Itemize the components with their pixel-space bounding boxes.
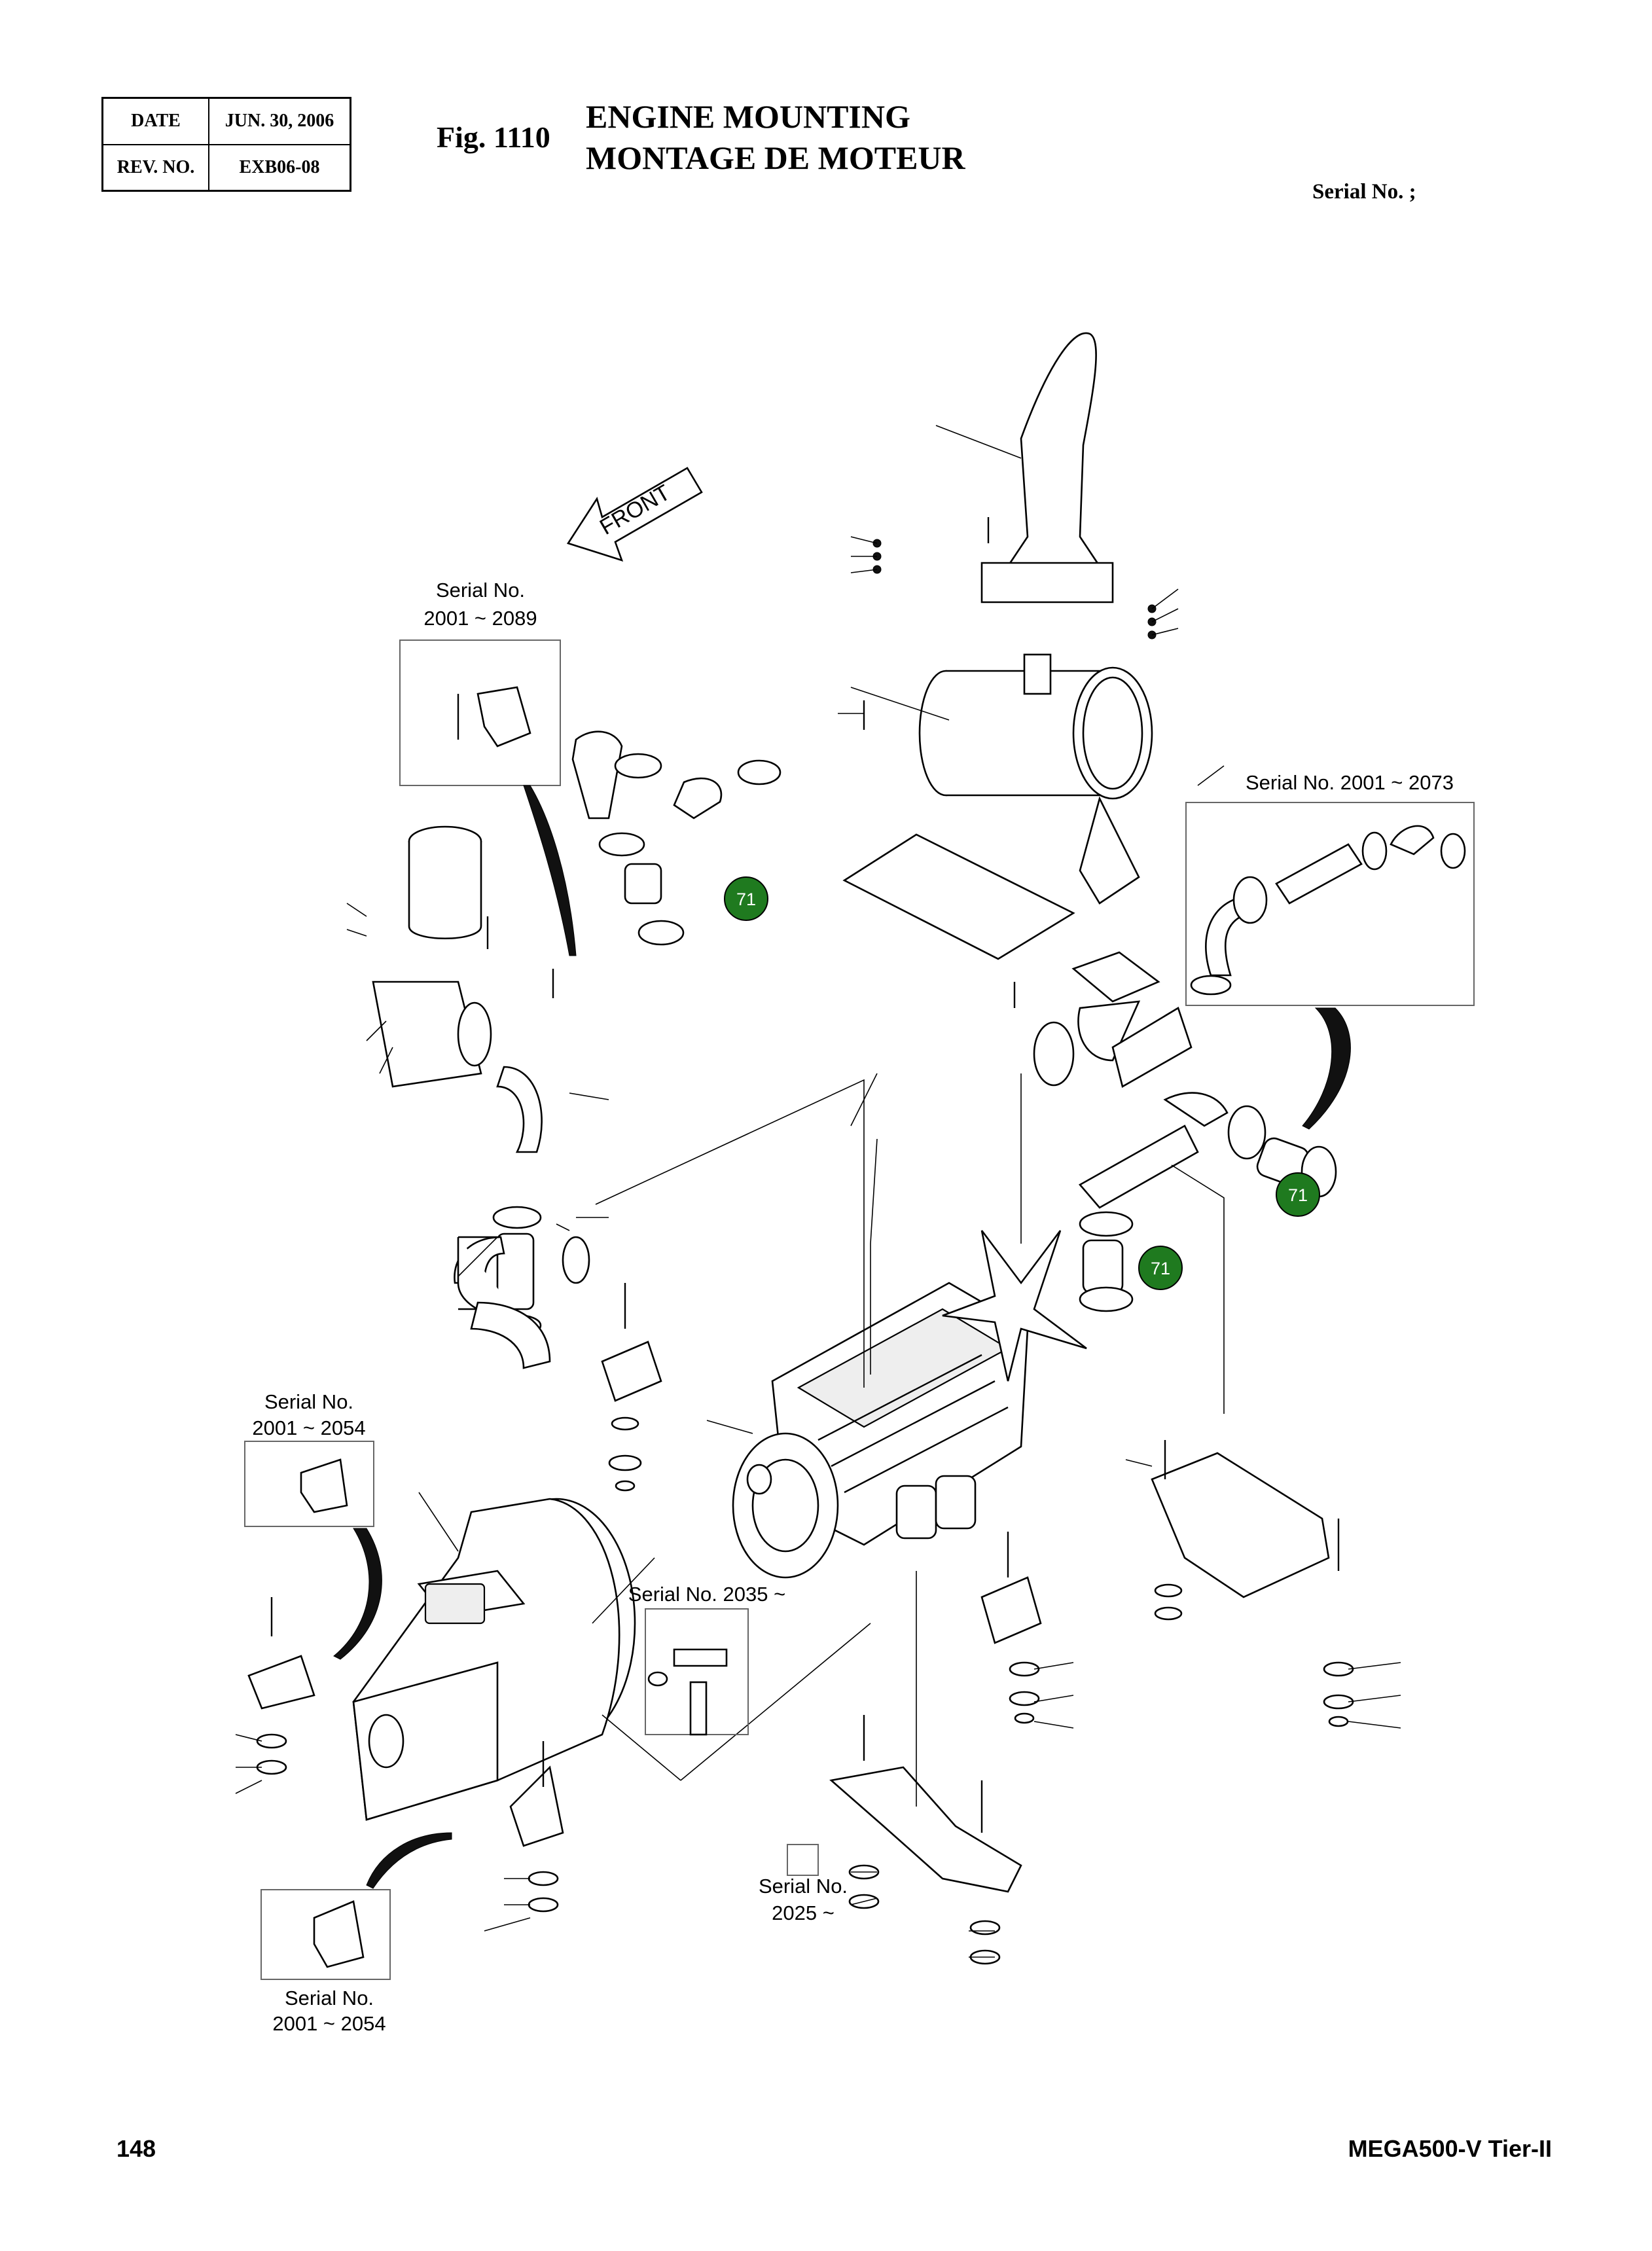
intake-pipe-right [1078, 1092, 1337, 1312]
leader-lines [235, 536, 1401, 1958]
inset-serial-line2: 2025 ~ [772, 1901, 835, 1924]
mount-brackets [247, 1341, 1330, 1893]
callout-71-a: 71 [724, 876, 768, 921]
inset-serial-line2: 2001 ~ 2089 [423, 607, 537, 630]
inset-mount-left: Serial No. 2001 ~ 2054 [244, 1390, 382, 1660]
engine-block [732, 1230, 1087, 1579]
flywheel-housing [352, 1498, 636, 1821]
figure-title-fr: MONTAGE DE MOTEUR [586, 139, 965, 176]
page-number: 148 [117, 2135, 156, 2162]
figure-number: Fig. 1110 [437, 120, 550, 154]
inset-serial-line1: Serial No. [436, 579, 525, 602]
callout-71-c: 71 [1138, 1246, 1183, 1290]
date-value: JUN. 30, 2006 [208, 97, 351, 145]
rev-label: REV. NO. [101, 143, 209, 192]
callout-label: 71 [736, 890, 756, 909]
inset-serial-line2: 2001 ~ 2054 [272, 2012, 386, 2035]
inset-mount-bottom-left: Serial No. 2001 ~ 2054 [260, 1832, 452, 2035]
serial-number-header: Serial No. ; [1312, 180, 1416, 204]
inset-serial-line1: Serial No. 2001 ~ 2073 [1246, 771, 1454, 794]
exhaust-stack [935, 332, 1114, 603]
inset-serial-line1: Serial No. [264, 1390, 353, 1413]
inset-fitting-center: Serial No. 2035 ~ [628, 1583, 785, 1736]
muffler [918, 653, 1153, 905]
inset-intake-pipe-right: Serial No. 2001 ~ 2073 [1185, 771, 1475, 1130]
front-arrow: FRONT [566, 467, 703, 562]
inset-small-center: Serial No. 2025 ~ [759, 1844, 848, 1924]
figure-title-en: ENGINE MOUNTING [586, 98, 910, 135]
date-label: DATE [101, 97, 209, 145]
heat-shield [842, 833, 1075, 960]
bolts [270, 517, 1340, 1833]
inset-bracket-top-left: Serial No. 2001 ~ 2089 [399, 579, 577, 956]
callout-label: 71 [1288, 1185, 1308, 1205]
inset-serial-line1: Serial No. 2035 ~ [628, 1583, 785, 1606]
inset-serial-line2: 2001 ~ 2054 [252, 1416, 365, 1439]
callout-71-b: 71 [1276, 1172, 1320, 1217]
revision-table: DATE JUN. 30, 2006 REV. NO. EXB06-08 [101, 97, 351, 192]
intake-hoses-left [454, 730, 781, 1369]
model-name: MEGA500-V Tier-II [1348, 2135, 1552, 2162]
inset-serial-line1: Serial No. [759, 1875, 848, 1898]
exhaust-elbow [1033, 951, 1193, 1088]
air-cleaner [372, 825, 543, 1153]
rev-value: EXB06-08 [208, 143, 351, 192]
callout-label: 71 [1151, 1259, 1170, 1278]
inset-serial-line1: Serial No. [285, 1987, 374, 2009]
